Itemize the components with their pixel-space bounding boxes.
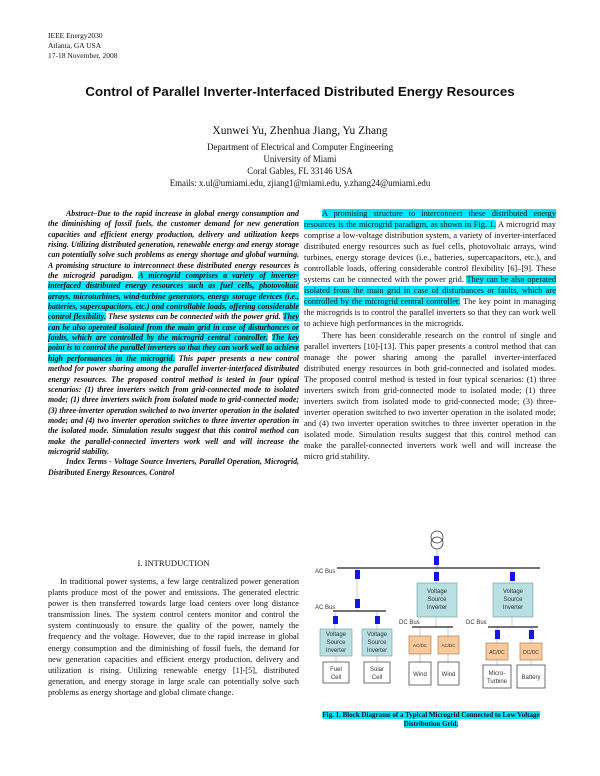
ac-bus-main-label: AC Bus [315, 569, 335, 575]
figure-caption: Fig. 1. Block Diagrams of a Typical Micr… [304, 711, 558, 729]
fuel-cell-box [322, 661, 350, 684]
vsi-label: Source [427, 597, 447, 603]
breaker [434, 556, 439, 565]
introduction-text: In traditional power systems, a few larg… [48, 576, 299, 698]
solar-cell-label: Solar [370, 667, 384, 673]
conference-name: IEEE Energy2030 [48, 31, 103, 40]
abstract-text: These systems can be connected with the … [105, 312, 283, 322]
section-heading: I. INTRUDUCTION [137, 558, 210, 568]
vsi-label: Inverter [326, 648, 346, 654]
fuel-cell-label: Cell [331, 675, 341, 681]
breaker [333, 616, 338, 624]
micro-turbine-label: Turbine [487, 679, 508, 685]
wind-box [408, 661, 432, 686]
university: University of Miami [263, 154, 337, 164]
dc-bus-2-label: DC Bus [466, 620, 487, 626]
vsi-box [319, 628, 353, 657]
index-terms: Index Terms - Voltage Source Inverters, … [48, 457, 299, 477]
vsi-box [361, 628, 393, 657]
paragraph: In traditional power systems, a few larg… [48, 577, 299, 697]
vsi-label: Inverter [367, 648, 387, 654]
inverter-boxes [319, 582, 534, 657]
abstract-text: Abstract–Due to the rapid increase in gl… [48, 209, 299, 281]
highlighted-text[interactable]: A microgrid comprises a variety of inver… [48, 271, 300, 322]
converter-label: AC/DC [489, 650, 505, 656]
breaker [375, 616, 380, 624]
highlighted-text[interactable]: A promising structure to interconnect th… [304, 209, 556, 230]
paragraph: A promising structure to interconnect th… [304, 208, 557, 330]
breaker [510, 572, 515, 581]
breaker [529, 630, 534, 639]
vsi-label: Voltage [503, 589, 524, 595]
abstract-text [268, 333, 272, 342]
battery-label: Battery [521, 675, 540, 681]
converter-box [519, 642, 543, 661]
vsi-label: Inverter [427, 605, 447, 611]
dc-bus-1-label: DC Bus [399, 620, 420, 626]
conference-location: Atlanta, GA USA [48, 41, 102, 50]
emails: Emails: x.ul@umiami.edu, zjiang1@miami.e… [169, 178, 431, 188]
breaker [355, 599, 360, 608]
authors: Xunwei Yu, Zhenhua Jiang, Yu Zhang [212, 125, 388, 137]
conference-date: 17-18 November, 2008 [48, 51, 118, 60]
vsi-label: Source [503, 597, 523, 603]
conference-header: IEEE Energy2030 Atlanta, GA USA 17-18 No… [48, 31, 117, 61]
converter-boxes [408, 635, 543, 661]
vsi-box [416, 582, 458, 618]
address: Coral Gables, FL 33146 USA [247, 166, 353, 176]
source-boxes [322, 661, 546, 689]
paper-title: Control of Parallel Inverter-Interfaced … [85, 84, 515, 99]
abstract-paragraph: Abstract–Due to the rapid increase in gl… [48, 209, 300, 457]
vsi-label: Source [367, 640, 387, 646]
wind-label: Wind [442, 672, 456, 678]
affiliation: Department of Electrical and Computer En… [0, 141, 600, 189]
vsi-label: Voltage [427, 589, 448, 595]
fuel-cell-label: Fuel [330, 667, 342, 673]
abstract: Abstract–Due to the rapid increase in gl… [48, 209, 300, 478]
converter-box [437, 635, 460, 655]
vsi-label: Source [326, 640, 346, 646]
paragraph: There has been considerable research on … [304, 330, 556, 462]
vsi-label: Voltage [367, 632, 388, 638]
vsi-label: Inverter [503, 605, 523, 611]
body-text: The key point in managing the microgrids… [304, 297, 557, 329]
solar-cell-label: Cell [372, 675, 382, 681]
breaker [495, 630, 500, 639]
body-text: A microgrid may comprise a low-voltage d… [304, 220, 556, 285]
micro-turbine-box [482, 664, 512, 689]
breaker [355, 570, 360, 579]
converter-box [408, 635, 432, 655]
wind-label: Wind [413, 672, 427, 678]
converter-box [485, 642, 509, 661]
breaker [434, 572, 439, 581]
vsi-label: Voltage [326, 632, 347, 638]
ac-bus-sub-label: AC Bus [315, 605, 335, 611]
wind-box [437, 661, 460, 686]
micro-turbine-label: Micro- [489, 671, 506, 677]
highlighted-text[interactable]: Fig. 1. Block Diagrams of a Typical Micr… [322, 711, 540, 728]
solar-cell-box [363, 661, 391, 684]
converter-label: DC/DC [523, 650, 539, 656]
vsi-labels: Voltage Source Inverter Voltage Source I… [326, 589, 524, 654]
right-column-text: A promising structure to interconnect th… [304, 208, 557, 462]
vsi-box [492, 582, 534, 618]
converter-label: AC/DC [413, 643, 428, 648]
department: Department of Electrical and Computer En… [206, 142, 394, 152]
breakers [333, 556, 534, 639]
abstract-text: This paper presents a new control method… [48, 353, 300, 456]
microgrid-diagram: AC Bus AC Bus DC Bus DC Bus Voltage Sour… [315, 530, 546, 689]
battery-box [516, 664, 546, 689]
converter-label: AC/DC [441, 643, 456, 648]
